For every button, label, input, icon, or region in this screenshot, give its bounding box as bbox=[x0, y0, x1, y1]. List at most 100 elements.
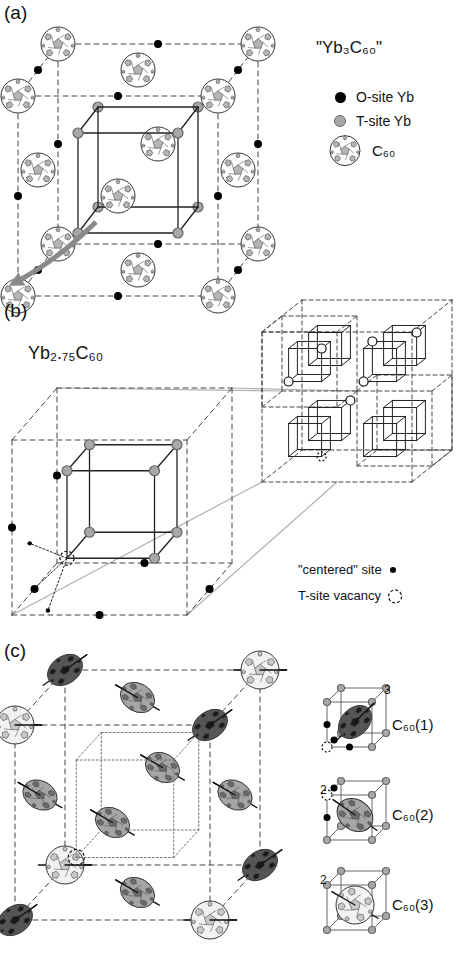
c60-bond bbox=[345, 143, 350, 146]
c60-pentagon bbox=[355, 706, 364, 715]
c60-pentagon bbox=[147, 150, 153, 156]
c60-bond bbox=[208, 99, 215, 101]
c60-bond bbox=[212, 88, 214, 95]
legend-swatch bbox=[335, 92, 346, 103]
inner-cube-edge bbox=[101, 732, 199, 733]
o-site-yb bbox=[331, 737, 338, 744]
c60-pentagon bbox=[36, 154, 40, 158]
rotation-axis bbox=[15, 905, 37, 920]
supercell-edge bbox=[282, 316, 357, 317]
c60-pentagon bbox=[236, 154, 240, 158]
c60-pentagon bbox=[256, 28, 260, 32]
c60-molecule bbox=[115, 676, 160, 718]
t-site-vacancy bbox=[68, 850, 84, 866]
sub-cube-edge bbox=[317, 400, 318, 433]
o-site-yb bbox=[96, 611, 104, 619]
c60-pentagon bbox=[267, 861, 276, 869]
c60-bond bbox=[52, 36, 54, 43]
site-cube-edge bbox=[327, 702, 372, 703]
rotation-axis bbox=[65, 655, 87, 670]
c60-shell bbox=[329, 879, 381, 931]
c60-bond bbox=[31, 795, 38, 801]
c60-molecule bbox=[241, 27, 275, 61]
c60-bond bbox=[208, 299, 215, 301]
rotation-axis bbox=[260, 850, 282, 865]
c60-bond bbox=[48, 47, 55, 49]
t-site-yb bbox=[150, 553, 160, 563]
c60-pentagon bbox=[122, 270, 125, 273]
inner-cube-edge bbox=[154, 471, 155, 559]
c60-bond bbox=[23, 294, 28, 299]
c60-shell bbox=[330, 136, 360, 166]
t-site-yb bbox=[150, 466, 160, 476]
o-site-yb bbox=[206, 585, 214, 593]
supercell-edge bbox=[357, 466, 432, 467]
supercell-edge bbox=[452, 375, 453, 450]
c60-bond bbox=[218, 287, 224, 291]
c60-bond bbox=[139, 896, 143, 902]
sub-cube-edge bbox=[309, 440, 342, 441]
c60-shell bbox=[90, 801, 135, 843]
sub-cube-edge bbox=[397, 341, 406, 348]
c60-shell bbox=[121, 53, 155, 87]
c60-bond bbox=[108, 199, 115, 201]
inner-cube-edge bbox=[198, 733, 199, 831]
c60-bond bbox=[349, 149, 354, 153]
unit-cell-edge bbox=[65, 670, 260, 671]
c60-bond bbox=[138, 61, 144, 65]
inner-cube-edge bbox=[78, 232, 178, 233]
c60-shell bbox=[115, 871, 160, 913]
sub-cube-edge bbox=[425, 400, 426, 433]
c60-bond bbox=[128, 273, 135, 275]
c60-molecule bbox=[187, 703, 234, 747]
c60-molecule bbox=[140, 746, 185, 788]
c60-bond bbox=[139, 701, 143, 707]
c60-bond bbox=[138, 274, 141, 280]
t-site-yb bbox=[324, 699, 331, 706]
c60-bond bbox=[142, 891, 149, 895]
ordered-vacancy-site bbox=[359, 377, 368, 386]
c60-pentagon bbox=[153, 139, 163, 148]
sub-cube-edge bbox=[308, 333, 309, 366]
o-site-yb bbox=[154, 240, 162, 248]
legend-text: O-site Yb bbox=[356, 89, 414, 105]
c60-pentagon bbox=[23, 713, 30, 720]
t-site-vacancy bbox=[322, 742, 332, 752]
c60-shell bbox=[140, 746, 185, 788]
c60-shell bbox=[212, 774, 257, 816]
c60-bond bbox=[8, 924, 15, 929]
c60-bond bbox=[360, 814, 367, 819]
centered-site bbox=[28, 541, 32, 545]
c60-pentagon bbox=[227, 780, 235, 788]
inner-cube-edge bbox=[66, 471, 67, 559]
supercell-edge bbox=[282, 316, 283, 391]
c60-pentagon bbox=[216, 926, 223, 933]
c60-pentagon bbox=[362, 716, 371, 725]
c60-pentagon bbox=[225, 160, 231, 166]
unit-cell-edge bbox=[15, 920, 210, 921]
c60-pentagon bbox=[16, 80, 20, 84]
o-site-yb bbox=[154, 40, 162, 48]
c60-pentagon bbox=[338, 809, 347, 818]
c60-shell bbox=[221, 153, 255, 187]
sub-cube-edge bbox=[341, 333, 342, 366]
c60-pentagon bbox=[33, 165, 43, 174]
c60-bond bbox=[8, 99, 15, 101]
unit-cell-edge bbox=[12, 388, 57, 440]
sub-cube-edge bbox=[417, 400, 426, 407]
c60-bond bbox=[260, 660, 267, 664]
c60-bond bbox=[143, 68, 148, 73]
c60-bond bbox=[158, 135, 164, 139]
c60-bond bbox=[250, 863, 255, 868]
o-site-yb bbox=[324, 814, 331, 821]
c60-bond bbox=[58, 48, 61, 54]
c60-molecule bbox=[201, 79, 235, 113]
c60-pentagon bbox=[247, 50, 253, 56]
c60-bond bbox=[238, 174, 241, 180]
c60-pentagon bbox=[258, 652, 262, 656]
t-site-yb bbox=[338, 778, 345, 785]
c60-bond bbox=[4, 728, 12, 730]
c60-pentagon bbox=[347, 799, 356, 808]
c60-pentagon bbox=[13, 91, 23, 100]
o-site-yb bbox=[114, 92, 122, 100]
